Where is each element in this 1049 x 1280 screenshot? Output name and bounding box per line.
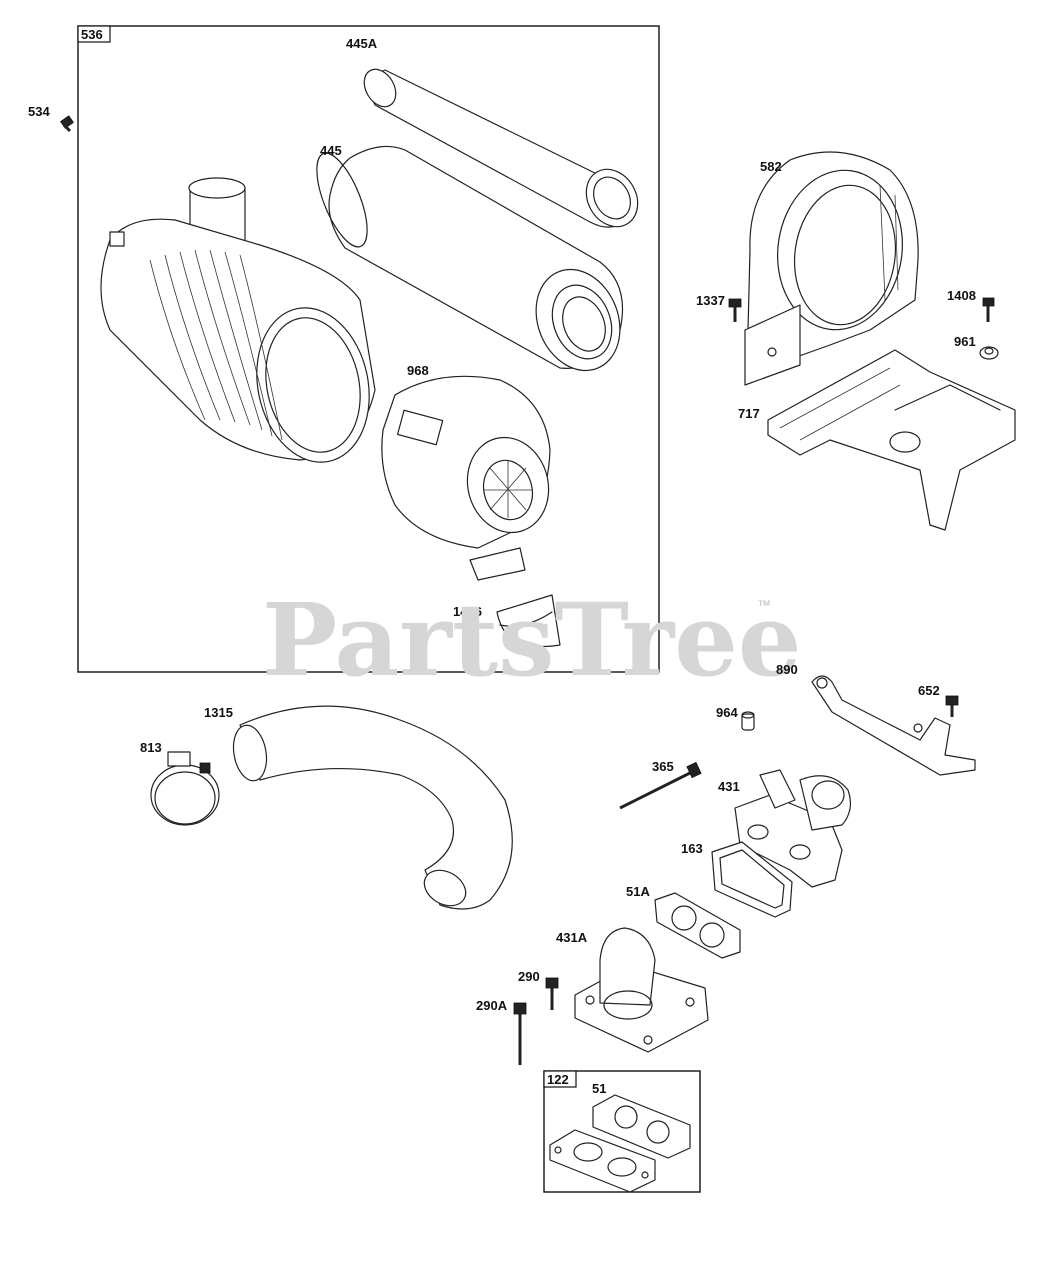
label-1406: 1406 <box>453 604 482 619</box>
label-961: 961 <box>954 334 976 349</box>
box-number-122: 122 <box>547 1072 569 1087</box>
label-431A: 431A <box>556 930 588 945</box>
label-968: 968 <box>407 363 429 378</box>
label-365: 365 <box>652 759 674 774</box>
assembly-box-536: 536 <box>77 25 660 673</box>
part-51A-gasket[interactable] <box>654 892 741 959</box>
label-890: 890 <box>776 662 798 677</box>
label-163: 163 <box>681 841 703 856</box>
part-1406-valve[interactable] <box>496 594 561 648</box>
part-717-bracket[interactable] <box>767 349 1016 531</box>
label-51: 51 <box>592 1081 606 1096</box>
label-445A: 445A <box>346 36 378 51</box>
part-445-outer-filter[interactable] <box>307 145 635 383</box>
part-163-gasket[interactable] <box>711 841 793 918</box>
part-431A-adapter[interactable] <box>574 927 709 1053</box>
part-1337-bolt[interactable] <box>728 298 742 322</box>
part-1315-hose[interactable] <box>229 705 513 913</box>
part-365-bolt[interactable] <box>619 761 702 810</box>
label-290A: 290A <box>476 998 508 1013</box>
part-air-cleaner-housing[interactable] <box>100 177 383 473</box>
part-813-hose-clamp[interactable] <box>150 751 220 826</box>
part-290-bolt[interactable] <box>545 977 559 1010</box>
part-445A-inner-filter[interactable] <box>358 64 648 236</box>
label-652: 652 <box>918 683 940 698</box>
part-968-cover[interactable] <box>381 375 559 581</box>
watermark-trademark: ™ <box>757 597 771 613</box>
part-964-spacer[interactable] <box>741 711 755 731</box>
label-534: 534 <box>28 104 50 119</box>
part-431-throttle-body[interactable] <box>734 769 852 888</box>
label-1408: 1408 <box>947 288 976 303</box>
label-717: 717 <box>738 406 760 421</box>
part-290A-bolt[interactable] <box>513 1002 527 1065</box>
label-431: 431 <box>718 779 740 794</box>
part-582-mounting-band[interactable] <box>744 151 919 386</box>
part-534-bolt[interactable] <box>60 115 74 133</box>
label-582: 582 <box>760 159 782 174</box>
label-51A: 51A <box>626 884 650 899</box>
part-1408-bolt[interactable] <box>982 297 995 322</box>
assembly-box-122: 122 <box>543 1070 701 1193</box>
watermark-text: PartsTree <box>262 581 802 699</box>
part-961-nut[interactable] <box>979 346 999 360</box>
box-number-536: 536 <box>81 27 103 42</box>
label-813: 813 <box>140 740 162 755</box>
part-51-gasket[interactable] <box>592 1094 691 1159</box>
label-964: 964 <box>716 705 738 720</box>
label-1315: 1315 <box>204 705 233 720</box>
label-1337: 1337 <box>696 293 725 308</box>
label-290: 290 <box>518 969 540 984</box>
part-122-gasket-thick[interactable] <box>549 1129 656 1193</box>
part-652-bolt[interactable] <box>945 695 959 717</box>
part-890-bracket[interactable] <box>811 675 976 776</box>
label-445: 445 <box>320 143 342 158</box>
